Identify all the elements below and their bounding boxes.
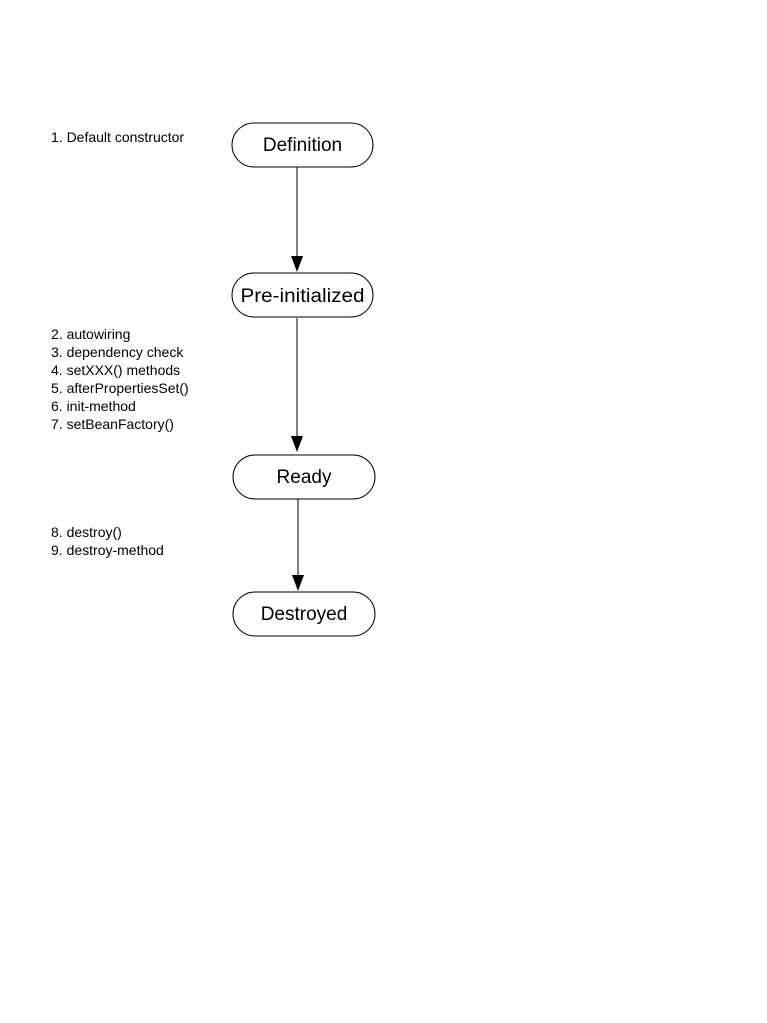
arrow-ready-to-destroyed bbox=[292, 499, 304, 591]
state-label: Destroyed bbox=[261, 604, 348, 625]
state-label: Definition bbox=[263, 135, 342, 156]
arrow-definition-to-pre-initialized bbox=[291, 167, 303, 272]
note-line: 7. setBeanFactory() bbox=[51, 416, 174, 432]
state-ready: Ready bbox=[232, 454, 376, 500]
note-line: 8. destroy() bbox=[51, 524, 122, 540]
state-label: Pre-initialized bbox=[241, 286, 365, 307]
note-pre-initialized: 2. autowiring 3. dependency check 4. set… bbox=[51, 326, 193, 432]
note-ready: 8. destroy() 9. destroy-method bbox=[51, 524, 164, 558]
state-pre-initialized: Pre-initialized bbox=[231, 272, 374, 318]
note-line: 2. autowiring bbox=[51, 326, 130, 342]
note-line: 4. setXXX() methods bbox=[51, 362, 180, 378]
note-line: 9. destroy-method bbox=[51, 542, 164, 558]
state-destroyed: Destroyed bbox=[232, 591, 376, 637]
note-line: 3. dependency check bbox=[51, 344, 184, 360]
state-label: Ready bbox=[277, 467, 332, 488]
state-definition: Definition bbox=[231, 122, 374, 168]
note-definition: 1. Default constructor bbox=[51, 129, 184, 145]
arrow-pre-initialized-to-ready bbox=[291, 318, 303, 452]
note-line: 5. afterPropertiesSet() bbox=[51, 380, 189, 396]
note-line: 1. Default constructor bbox=[51, 129, 184, 145]
note-line: 6. init-method bbox=[51, 398, 136, 414]
